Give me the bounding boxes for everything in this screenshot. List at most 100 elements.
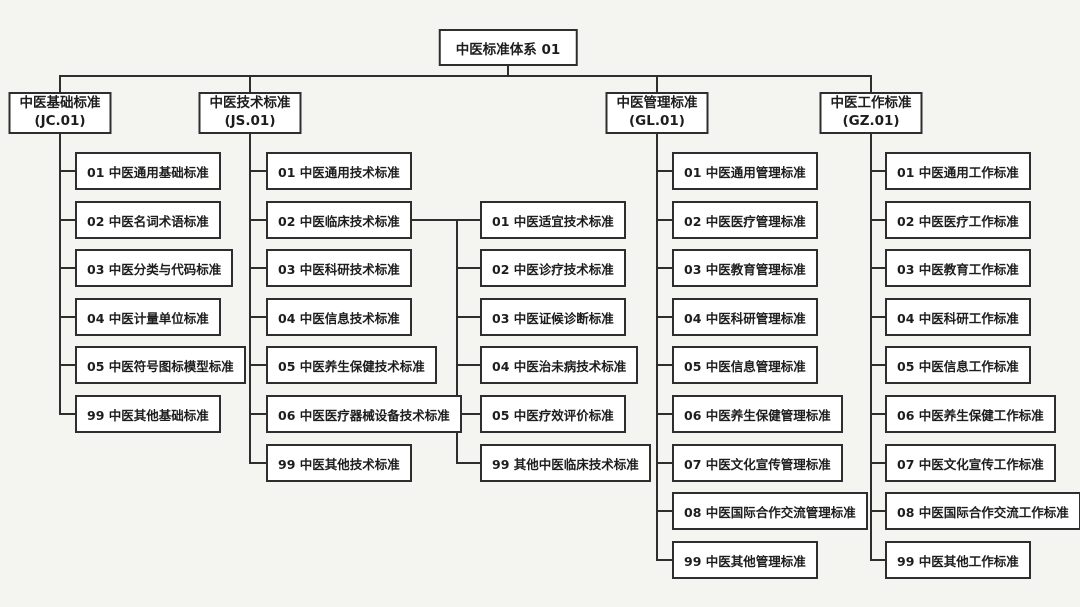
child-node: 01 中医通用工作标准: [885, 152, 1031, 190]
connector-line: [657, 559, 680, 561]
child-node-label: 05 中医养生保健技术标准: [278, 358, 425, 374]
child-node: 04 中医科研工作标准: [885, 298, 1031, 336]
sub-child-node: 03 中医证候诊断标准: [480, 298, 626, 336]
child-node: 02 中医医疗工作标准: [885, 201, 1031, 239]
connector-line: [871, 462, 893, 464]
child-node: 02 中医医疗管理标准: [672, 201, 818, 239]
connector-line: [657, 364, 680, 366]
child-node-label: 99 中医其他工作标准: [897, 553, 1019, 569]
branch-header-3: 中医工作标准(GZ.01): [819, 92, 923, 134]
connector-line: [657, 219, 680, 221]
child-node-label: 99 中医其他技术标准: [278, 456, 400, 472]
sub-child-node: 01 中医适宜技术标准: [480, 201, 626, 239]
child-node-label: 99 中医其他管理标准: [684, 553, 806, 569]
child-node-label: 07 中医文化宣传工作标准: [897, 456, 1044, 472]
child-node-label: 05 中医符号图标模型标准: [87, 358, 234, 374]
child-node-label: 02 中医名词术语标准: [87, 213, 209, 229]
child-node-label: 08 中医国际合作交流管理标准: [684, 504, 856, 520]
connector-line: [871, 559, 893, 561]
connector-line: [60, 316, 83, 318]
root-node: 中医标准体系 01: [438, 29, 578, 66]
child-node: 99 中医其他管理标准: [672, 541, 818, 579]
branch-code: (GZ.01): [842, 113, 900, 129]
branch-title: 中医基础标准: [19, 95, 101, 112]
child-node: 04 中医信息技术标准: [266, 298, 412, 336]
child-node-label: 03 中医科研技术标准: [278, 261, 400, 277]
connector-line: [657, 413, 680, 415]
child-node: 05 中医信息工作标准: [885, 346, 1031, 384]
child-node: 05 中医符号图标模型标准: [75, 346, 246, 384]
connector-line: [871, 413, 893, 415]
connector-line: [457, 267, 488, 269]
child-node-label: 06 中医医疗器械设备技术标准: [278, 407, 450, 423]
child-node: 01 中医通用管理标准: [672, 152, 818, 190]
child-node: 04 中医科研管理标准: [672, 298, 818, 336]
root-node-label: 中医标准体系 01: [455, 41, 561, 58]
child-node-label: 06 中医养生保健管理标准: [684, 407, 831, 423]
connector-line: [457, 413, 488, 415]
sub-child-node-label: 99 其他中医临床技术标准: [492, 456, 639, 472]
branch-code: (GL.01): [629, 113, 685, 129]
child-node: 08 中医国际合作交流工作标准: [885, 492, 1080, 530]
branch-header-0: 中医基础标准(JC.01): [8, 92, 112, 134]
child-node-label: 03 中医教育管理标准: [684, 261, 806, 277]
child-node-label: 05 中医信息管理标准: [684, 358, 806, 374]
connector-line: [871, 316, 893, 318]
child-node: 06 中医医疗器械设备技术标准: [266, 395, 462, 433]
child-node: 06 中医养生保健工作标准: [885, 395, 1056, 433]
connector-line: [250, 219, 274, 221]
connector-line: [250, 462, 274, 464]
child-node: 08 中医国际合作交流管理标准: [672, 492, 868, 530]
child-node: 02 中医名词术语标准: [75, 201, 221, 239]
sub-child-node: 04 中医治未病技术标准: [480, 346, 639, 384]
connector-line: [871, 267, 893, 269]
sub-child-node: 99 其他中医临床技术标准: [480, 444, 651, 482]
child-node-label: 05 中医信息工作标准: [897, 358, 1019, 374]
connector-line: [657, 170, 680, 172]
connector-line: [59, 75, 61, 415]
connector-line: [456, 219, 458, 464]
child-node: 03 中医科研技术标准: [266, 249, 412, 287]
branch-header-1: 中医技术标准(JS.01): [198, 92, 302, 134]
connector-line: [657, 267, 680, 269]
child-node-label: 03 中医分类与代码标准: [87, 261, 222, 277]
branch-header-2: 中医管理标准(GL.01): [605, 92, 709, 134]
sub-child-node: 02 中医诊疗技术标准: [480, 249, 626, 287]
child-node-label: 07 中医文化宣传管理标准: [684, 456, 831, 472]
child-node: 07 中医文化宣传工作标准: [885, 444, 1056, 482]
connector-line: [870, 75, 872, 561]
connector-line: [60, 267, 83, 269]
child-node-label: 03 中医教育工作标准: [897, 261, 1019, 277]
connector-line: [60, 75, 871, 77]
sub-child-node-label: 04 中医治未病技术标准: [492, 358, 627, 374]
connector-line: [507, 66, 509, 77]
child-node: 03 中医教育管理标准: [672, 249, 818, 287]
child-node-label: 06 中医养生保健工作标准: [897, 407, 1044, 423]
child-node: 99 中医其他基础标准: [75, 395, 221, 433]
child-node: 04 中医计量单位标准: [75, 298, 221, 336]
child-node: 99 中医其他技术标准: [266, 444, 412, 482]
branch-title: 中医管理标准: [616, 95, 698, 112]
connector-line: [871, 510, 893, 512]
child-node-label: 04 中医计量单位标准: [87, 310, 209, 326]
connector-line: [871, 219, 893, 221]
branch-code: (JC.01): [34, 113, 86, 129]
connector-line: [250, 364, 274, 366]
child-node: 05 中医信息管理标准: [672, 346, 818, 384]
child-node: 03 中医分类与代码标准: [75, 249, 234, 287]
connector-line: [249, 75, 251, 464]
connector-line: [250, 316, 274, 318]
connector-line: [457, 219, 488, 221]
connector-line: [657, 462, 680, 464]
child-node-label: 01 中医通用基础标准: [87, 164, 209, 180]
child-node: 07 中医文化宣传管理标准: [672, 444, 843, 482]
sub-child-node-label: 02 中医诊疗技术标准: [492, 261, 614, 277]
connector-line: [250, 413, 274, 415]
connector-line: [457, 316, 488, 318]
branch-title: 中医技术标准: [209, 95, 291, 112]
child-node-label: 99 中医其他基础标准: [87, 407, 209, 423]
child-node: 06 中医养生保健管理标准: [672, 395, 843, 433]
branch-title: 中医工作标准: [830, 95, 912, 112]
child-node-label: 01 中医通用管理标准: [684, 164, 806, 180]
connector-line: [250, 170, 274, 172]
